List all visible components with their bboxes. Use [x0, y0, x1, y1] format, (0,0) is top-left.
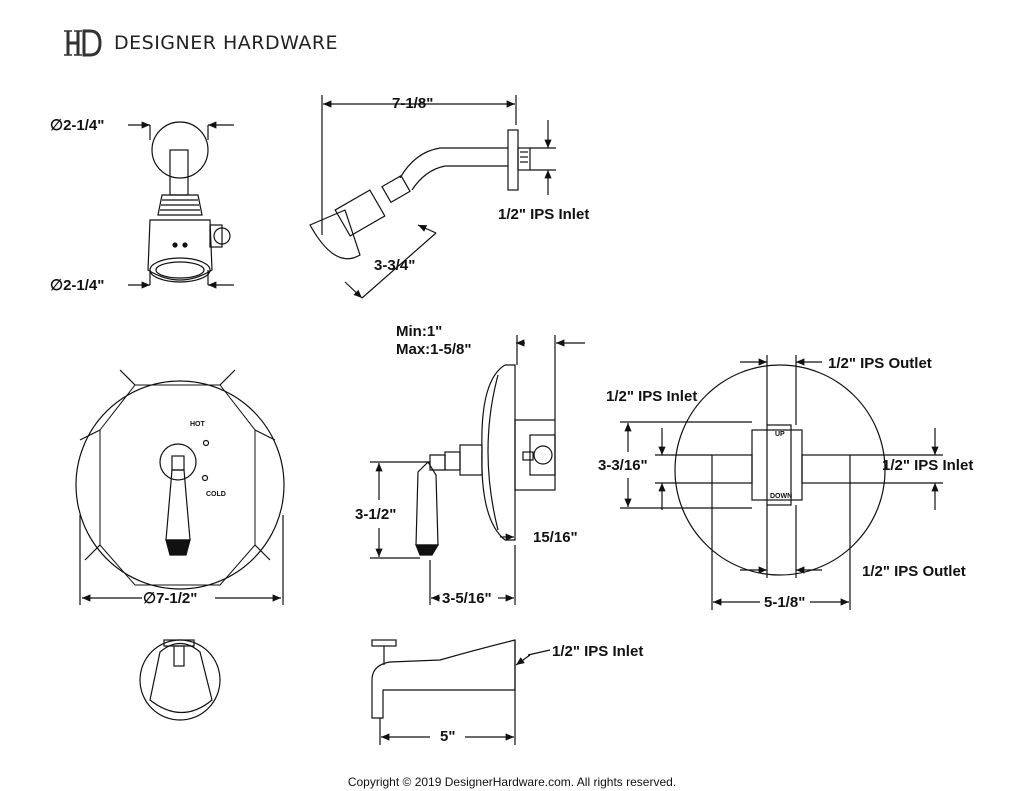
copyright-notice: Copyright © 2019 DesignerHardware.com. A…	[347, 775, 677, 789]
rough-in-view	[620, 355, 943, 610]
bottom-diameter-label: ∅2-1/4"	[50, 277, 105, 294]
min-max-label: Min:1" Max:1-5/8"	[396, 323, 472, 358]
top-diameter-label: ∅2-1/4"	[50, 117, 105, 134]
hot-label: HOT	[190, 421, 205, 428]
tub-inlet-label: 1/2" IPS Inlet	[552, 643, 644, 660]
bottom-outlet-label: 1/2" IPS Outlet	[862, 563, 966, 580]
up-label: UP	[775, 431, 785, 438]
rough-in-height-label: 3-3/16"	[598, 457, 648, 474]
cartridge-depth-label: 15/16"	[533, 529, 578, 546]
spout-length-label: 5"	[440, 728, 456, 745]
rough-in-width-label: 5-1/8"	[764, 594, 806, 611]
plate-diameter-label: ∅7-1/2"	[143, 590, 198, 607]
tub-spout-side-view	[371, 639, 551, 745]
brand-name: DESIGNER HARDWARE	[114, 32, 339, 54]
valve-trim-front-view	[75, 369, 285, 605]
dh-monogram-icon	[64, 29, 102, 57]
down-label: DOWN	[770, 493, 793, 500]
handle-depth-label: 3-5/16"	[442, 590, 492, 607]
showerhead-side-view	[309, 95, 556, 299]
handle-height-label: 3-1/2"	[355, 506, 397, 523]
showerhead-front-view	[128, 121, 234, 289]
cold-label: COLD	[206, 491, 226, 498]
brand-header: DESIGNER HARDWARE	[62, 26, 338, 60]
showerhead-inlet-label: 1/2" IPS Inlet	[498, 206, 590, 223]
left-inlet-label: 1/2" IPS Inlet	[606, 388, 698, 405]
arm-length-label: 7-1/8"	[392, 95, 434, 112]
right-inlet-label: 1/2" IPS Inlet	[882, 457, 974, 474]
head-length-label: 3-3/4"	[374, 257, 416, 274]
tub-spout-front-view	[139, 639, 221, 721]
valve-side-view	[370, 335, 585, 605]
top-outlet-label: 1/2" IPS Outlet	[828, 355, 932, 372]
